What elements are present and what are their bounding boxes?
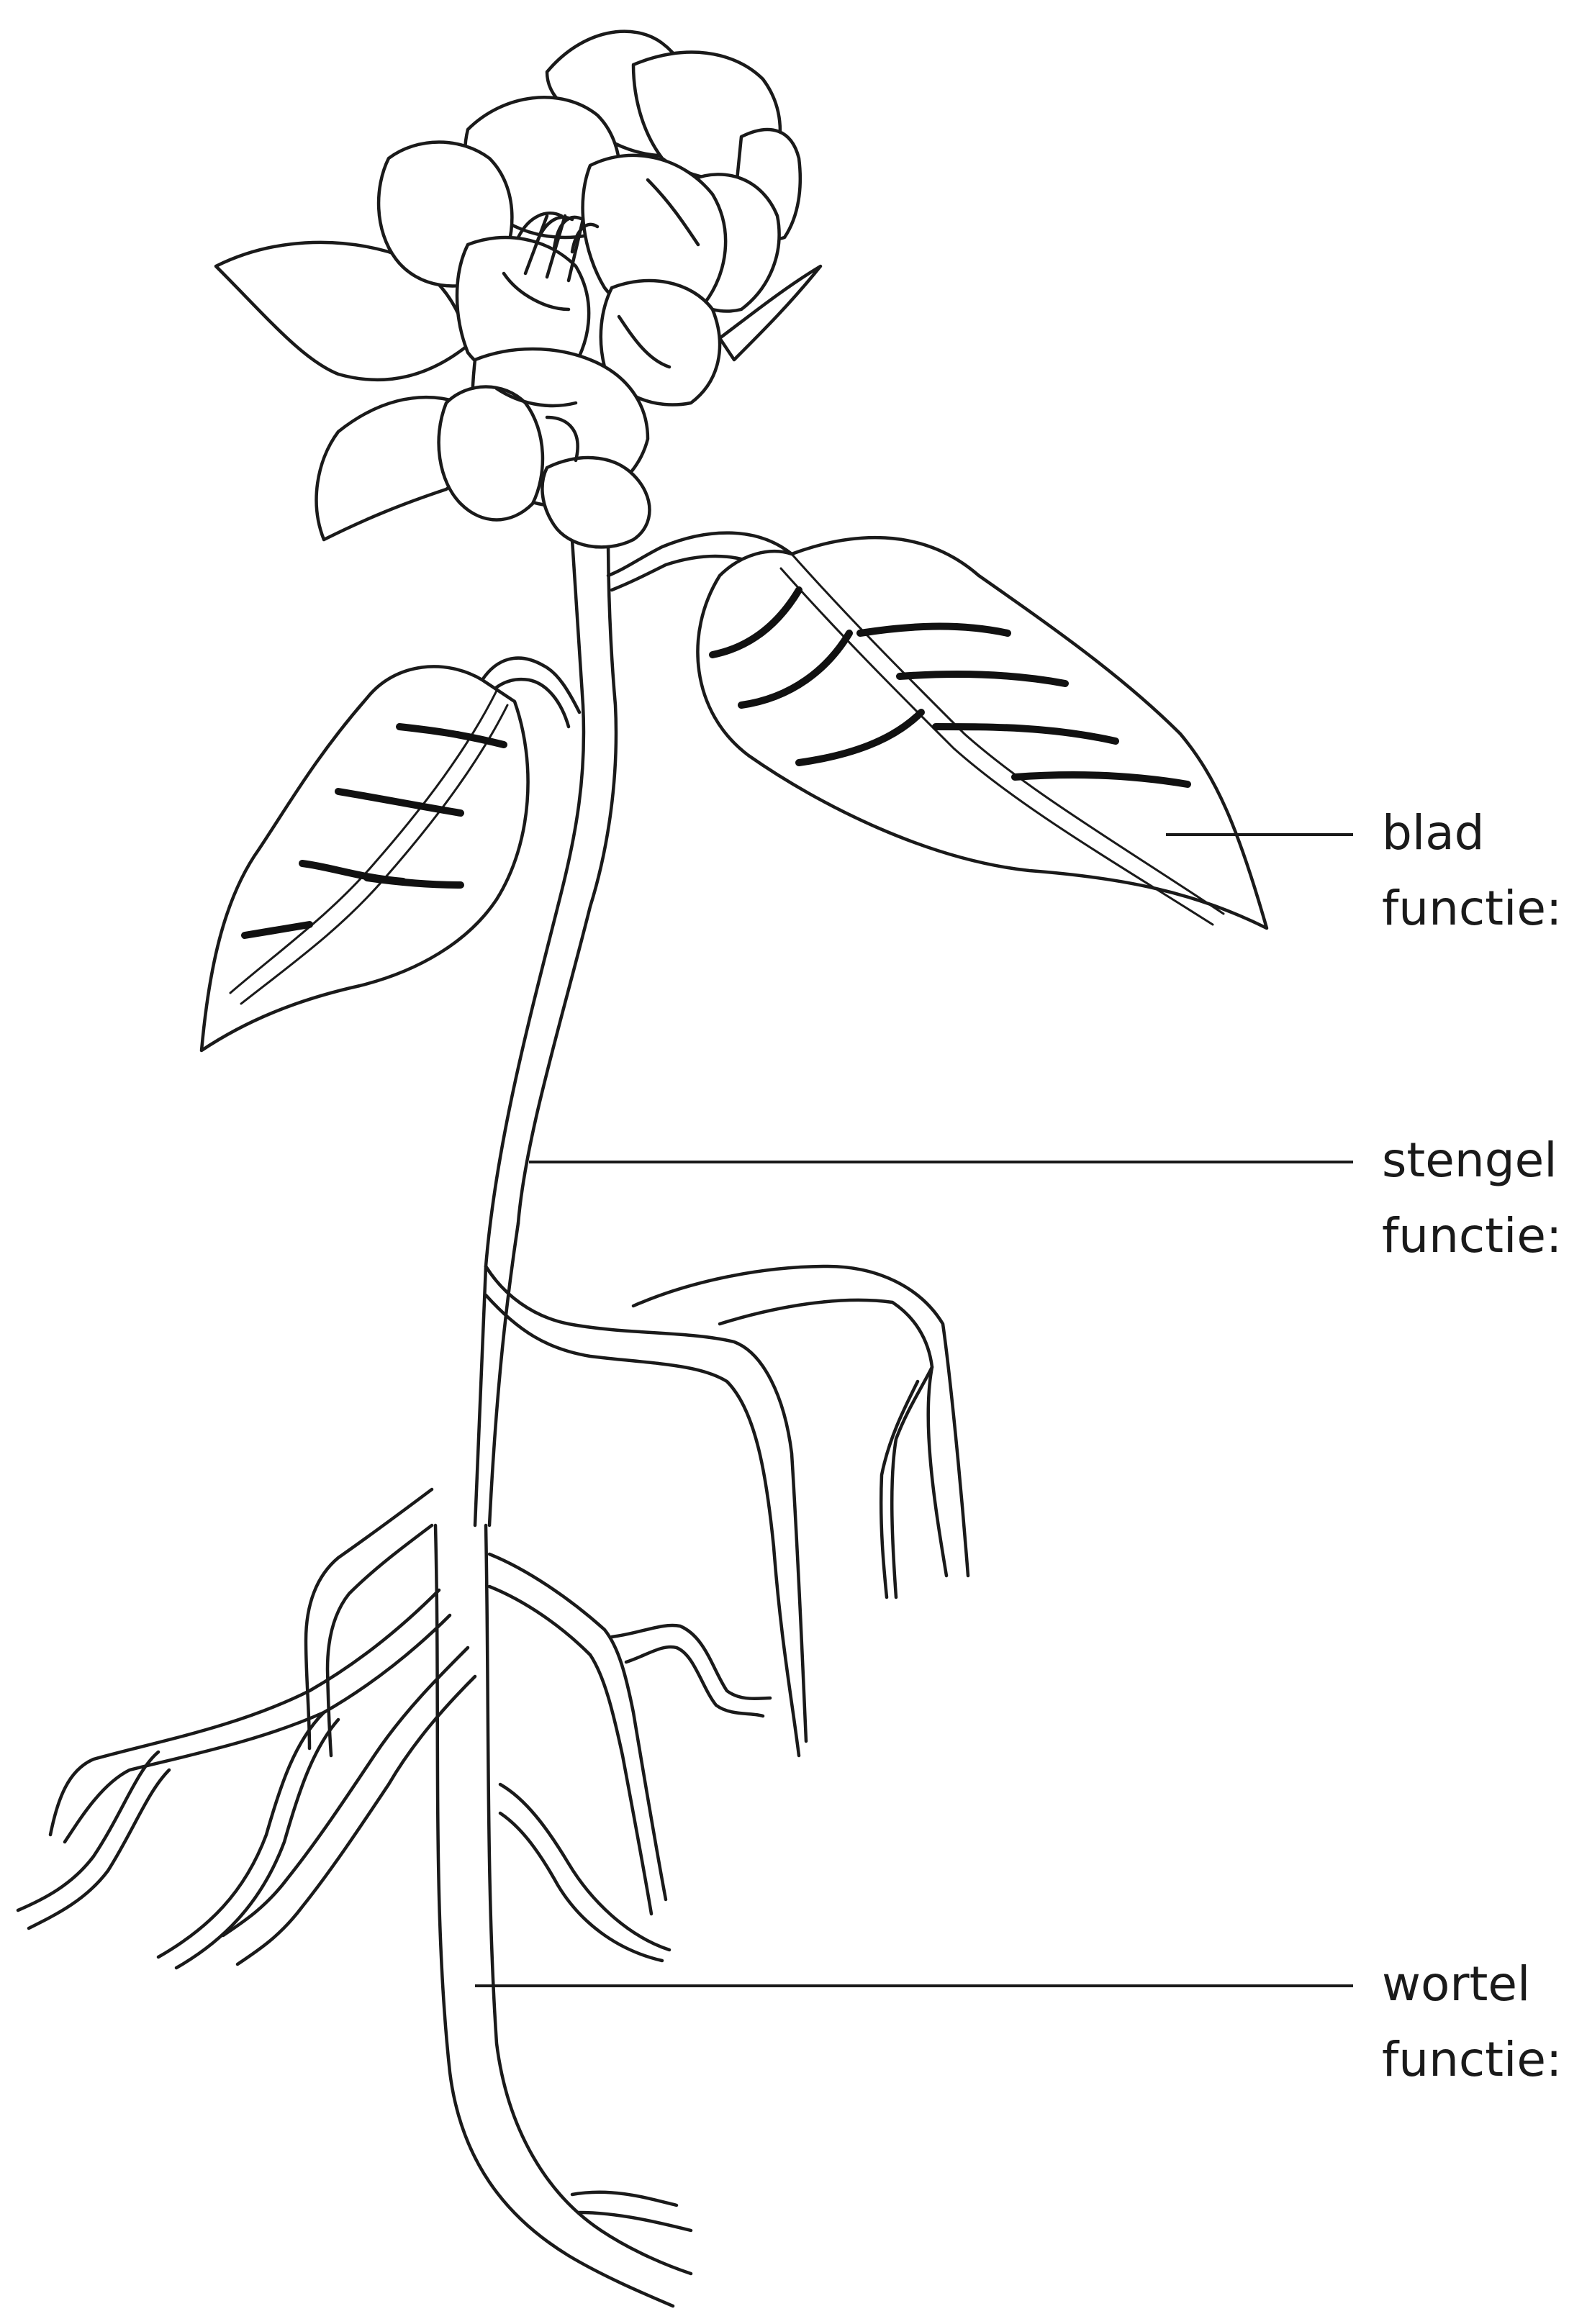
- root-system: [18, 1266, 968, 2306]
- label-wortel-function: functie:: [1382, 2032, 1562, 2087]
- label-stengel-function: functie:: [1382, 1208, 1562, 1263]
- stem: [475, 532, 616, 1525]
- right-leaf: [608, 533, 1267, 928]
- leader-lines: [475, 835, 1353, 1986]
- left-leaf: [202, 658, 579, 1050]
- label-blad: blad: [1382, 805, 1485, 861]
- label-blad-function: functie:: [1382, 881, 1562, 936]
- flower: [216, 32, 820, 548]
- label-stengel: stengel: [1382, 1133, 1557, 1188]
- label-wortel: wortel: [1382, 1956, 1530, 2012]
- labels: blad functie: stengel functie: wortel fu…: [1382, 805, 1562, 2087]
